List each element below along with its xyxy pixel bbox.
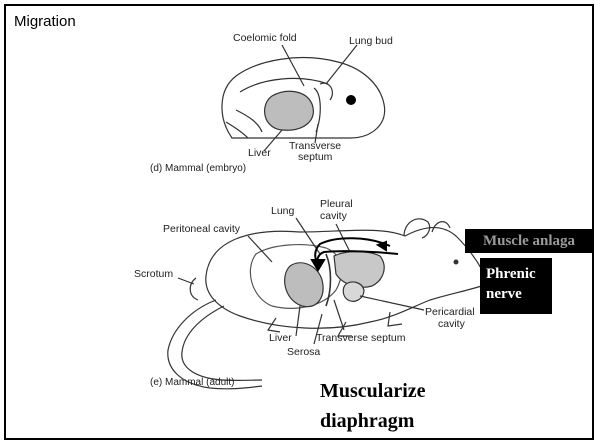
adult-tail xyxy=(168,300,262,389)
label-peritoneal-cavity: Peritoneal cavity xyxy=(163,223,241,235)
embryo-septum-line xyxy=(314,88,320,132)
embryo-eye xyxy=(346,95,356,105)
phrenic-line-1: Phrenic xyxy=(486,264,552,284)
muscle-anlaga-label: Muscle anlaga xyxy=(465,229,593,253)
phrenic-line-2: nerve xyxy=(486,284,552,304)
conclusion-line-1: Muscularize xyxy=(320,376,520,406)
label-transverse-septum: Transverse septum xyxy=(316,332,406,344)
label-lung-bud: Lung bud xyxy=(349,35,393,47)
leader-pericardial xyxy=(360,296,424,310)
label-serosa: Serosa xyxy=(287,346,320,358)
caption-embryo: (d) Mammal (embryo) xyxy=(150,163,246,174)
label-embryo-liver: Liver xyxy=(248,147,271,159)
embryo-coelomic-fold-line xyxy=(240,78,328,92)
adult-scrotum-line xyxy=(190,278,198,300)
adult-pericardial xyxy=(343,282,364,301)
leader-coelomic-fold xyxy=(282,45,304,86)
adult-lung xyxy=(334,252,384,288)
adult-mouse-drawing xyxy=(168,218,504,389)
caption-adult: (e) Mammal (adult) xyxy=(150,377,234,388)
phrenic-nerve-label: Phrenic nerve xyxy=(480,258,552,314)
label-lung: Lung xyxy=(271,205,295,217)
label-scrotum: Scrotum xyxy=(134,268,173,280)
embryo-liver xyxy=(265,91,314,130)
leader-adult-liver xyxy=(296,306,300,336)
conclusion-text: Muscularize diaphragm xyxy=(320,376,520,436)
embryo-limb-line-2 xyxy=(226,122,248,138)
embryo-limb-line xyxy=(236,110,262,132)
label-coelomic-fold: Coelomic fold xyxy=(233,32,297,44)
label-adult-liver: Liver xyxy=(269,332,292,344)
label-pericardial-cavity: cavity xyxy=(438,318,466,330)
adult-tail-inner xyxy=(182,306,262,380)
label-embryo-septum: septum xyxy=(298,151,333,163)
leader-scrotum xyxy=(178,278,194,284)
leader-transverse-septum xyxy=(334,300,344,330)
embryo-lung-bud-shape xyxy=(320,83,332,100)
adult-eye xyxy=(454,260,459,265)
label-pleural-cavity: cavity xyxy=(320,210,348,222)
muscle-arrowhead xyxy=(378,242,386,250)
conclusion-line-2: diaphragm xyxy=(320,406,520,436)
label-pericardial: Pericardial xyxy=(425,306,475,318)
label-pleural: Pleural xyxy=(320,198,353,210)
leader-lung-bud xyxy=(326,45,357,84)
embryo-drawing xyxy=(222,45,385,151)
